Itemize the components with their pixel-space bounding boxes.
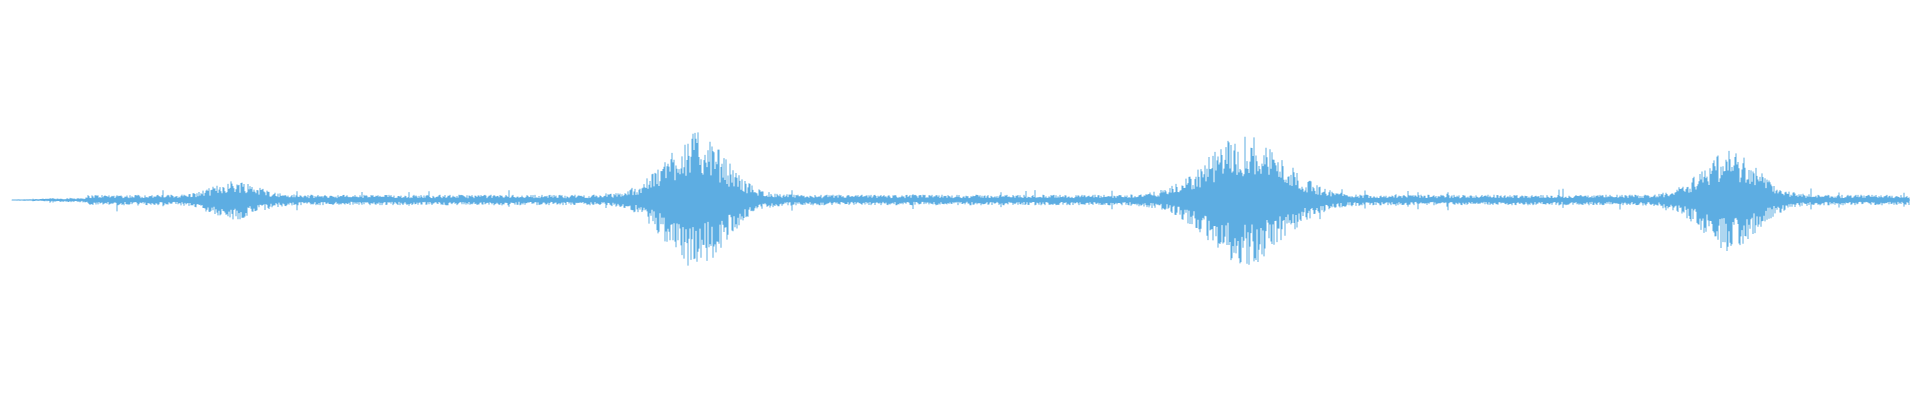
waveform-trace [11, 132, 1910, 266]
waveform-samples [11, 132, 1910, 266]
